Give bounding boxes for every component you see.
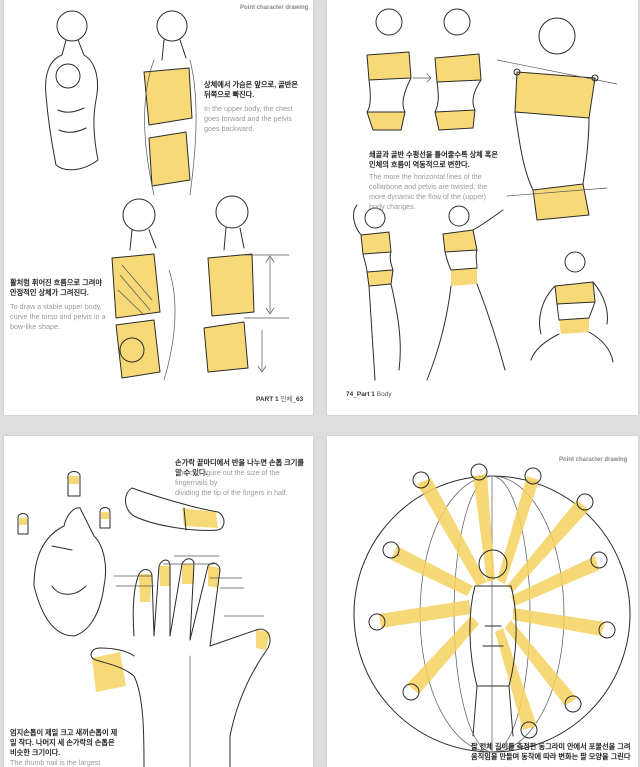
caption-korean: 팔 전체 길이를 측정한 동그라미 안에서 포물선을 그려 움직임을 만들며 동… — [471, 742, 631, 761]
folio-part: Part 1 — [356, 391, 375, 398]
page-folio: 74_Part 1 Body — [346, 391, 392, 398]
book-page-hands: 손가락 끝마디에서 반을 나누면 손톱 크기를 알 수 있다. You can … — [4, 436, 313, 767]
caption-english-2: The thumb nail is the largest — [10, 758, 101, 767]
caption-english: In the upper body, the chest goes forwar… — [204, 104, 293, 133]
caption-korean: 손가락 끝마디에서 반을 나누면 손톱 크기를 알 수 있다. — [175, 458, 305, 477]
arm-arc-illustration — [353, 463, 631, 753]
folio-number: 74 — [346, 391, 354, 398]
folio-section: Body — [376, 391, 392, 398]
hands-illustration — [17, 471, 271, 767]
caption-english: You can figure out the size of the finge… — [175, 468, 288, 497]
folio-part: PART 1 — [256, 396, 279, 403]
page-header: Point character drawing — [559, 457, 628, 463]
caption-korean-2: 활처럼 휘어진 흐름으로 그려야 안정적인 상체가 그려진다. — [10, 278, 102, 297]
folio-section: 인체 — [280, 396, 293, 403]
caption-english-2: To draw a stable upper body, curve the t… — [10, 302, 106, 331]
folio-number: 63 — [296, 396, 304, 403]
caption-english: The more the horizontal lines of the col… — [369, 172, 488, 211]
book-page-upper-body: Point character drawing 상체에서 가슴은 앞으로, 골반… — [4, 0, 313, 415]
book-page-arm-arc: Point character drawing 팔 전체 길이를 측정한 동그라… — [327, 436, 638, 767]
torso-twist-illustration — [353, 8, 618, 381]
upper-body-illustration — [45, 10, 290, 381]
page-header: Point character drawing — [240, 5, 309, 11]
caption-korean: 쇄골과 골반 수평선을 틀어줄수록 상체 혹은 인체의 흐름이 역동적으로 변한… — [369, 150, 499, 169]
book-page-torso-twist: 쇄골과 골반 수평선을 틀어줄수록 상체 혹은 인체의 흐름이 역동적으로 변한… — [327, 0, 638, 415]
page-folio: PART 1 인체_63 — [256, 396, 304, 403]
caption-korean: 상체에서 가슴은 앞으로, 골반은 뒤쪽으로 빠진다. — [204, 80, 298, 99]
caption-korean-2: 엄지손톱이 제일 크고 새끼손톱이 제 일 작다. 나머지 세 손가락의 손톱은… — [10, 728, 118, 757]
